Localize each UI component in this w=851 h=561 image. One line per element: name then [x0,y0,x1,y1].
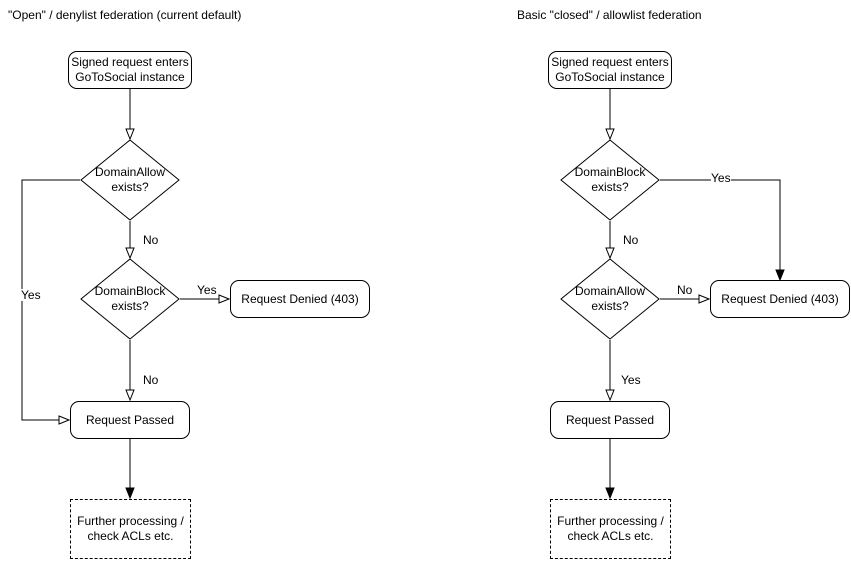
arrowhead-hollow [605,128,615,141]
left-start-node: Signed request enters GoToSocial instanc… [68,51,192,89]
arrowhead-solid [775,269,785,282]
diamond-shape [80,139,180,221]
left-decision2-label: DomainBlock exists? [94,284,166,313]
edge-right-decision1-yes [660,179,781,270]
left-decision1-no-label: No [143,233,159,247]
right-decision1-yes-label: Yes [711,171,731,185]
right-diagram-title: Basic "closed" / allowlist federation [517,8,702,22]
left-decision2-node: DomainBlock exists? [80,258,180,340]
left-decision1-label: DomainAllow exists? [94,165,166,194]
left-decision1-yes-label: Yes [21,288,41,302]
arrowhead-hollow [125,247,135,260]
arrowhead-hollow [605,389,615,402]
right-further-node: Further processing / check ACLs etc. [550,499,671,559]
arrowhead-solid [605,487,615,500]
arrowhead-hollow [125,128,135,141]
arrowhead-hollow [218,294,231,304]
left-decision2-no-label: No [143,373,159,387]
right-decision1-no-label: No [623,233,639,247]
arrowhead-hollow [125,389,135,402]
left-decision2-yes-label: Yes [197,283,217,297]
arrowhead-hollow [698,294,711,304]
right-decision1-node: DomainBlock exists? [560,139,660,221]
right-decision2-yes-label: Yes [621,373,641,387]
left-decision1-node: DomainAllow exists? [80,139,180,221]
left-diagram-title: "Open" / denylist federation (current de… [8,8,242,22]
left-further-node: Further processing / check ACLs etc. [70,499,191,559]
right-decision2-label: DomainAllow exists? [574,284,646,313]
arrowhead-solid [125,487,135,500]
right-decision2-node: DomainAllow exists? [560,258,660,340]
right-passed-node: Request Passed [550,401,670,439]
right-denied-node: Request Denied (403) [710,280,850,318]
diamond-shape [560,258,660,340]
right-start-node: Signed request enters GoToSocial instanc… [548,51,672,89]
arrowhead-hollow [605,247,615,260]
right-decision2-no-label: No [677,283,693,297]
right-decision1-label: DomainBlock exists? [574,165,646,194]
left-passed-node: Request Passed [70,401,190,439]
diamond-shape [560,139,660,221]
left-denied-node: Request Denied (403) [230,280,370,318]
diamond-shape [80,258,180,340]
arrowhead-hollow [58,415,71,425]
